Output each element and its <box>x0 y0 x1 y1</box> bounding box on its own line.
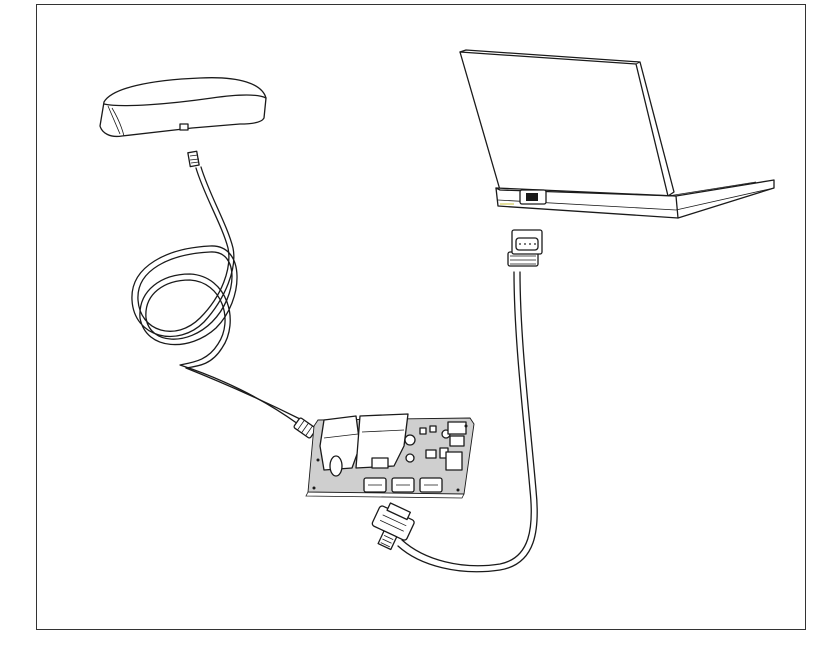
serial-cable <box>371 229 543 573</box>
antenna-cable <box>131 150 317 439</box>
laptop <box>459 49 775 219</box>
gps-antenna <box>99 77 267 138</box>
figure-frame <box>36 4 806 630</box>
receiver-board <box>305 413 475 499</box>
